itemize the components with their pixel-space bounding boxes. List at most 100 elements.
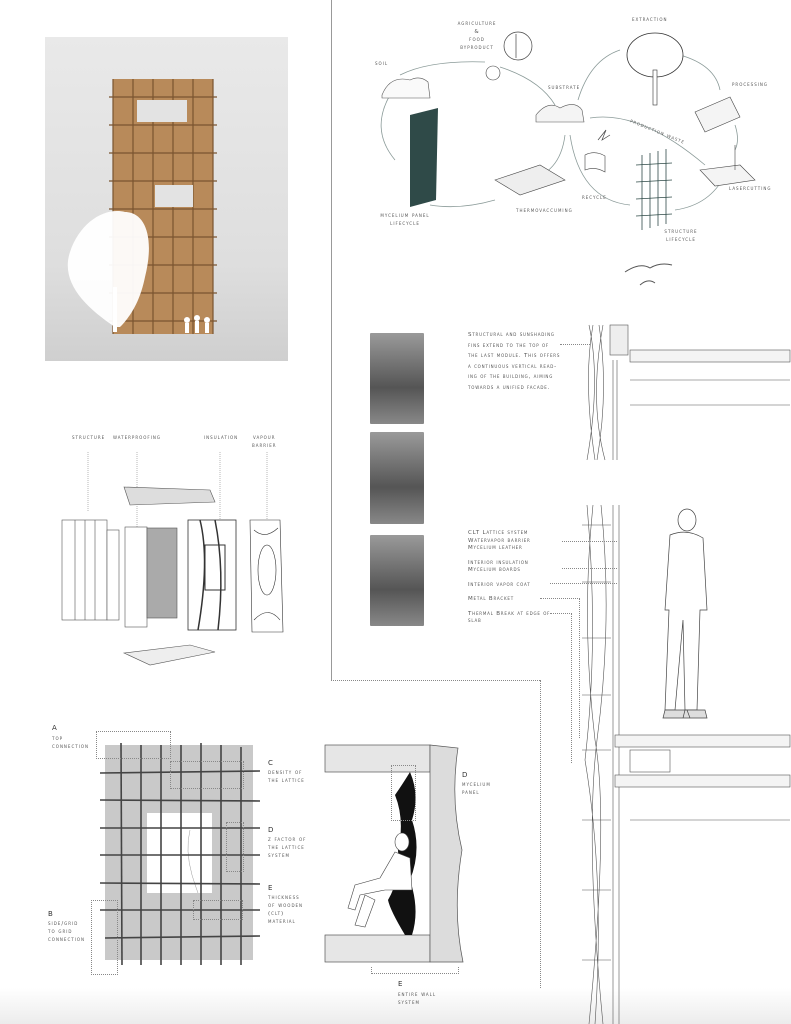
wall-section-drawing [582, 324, 791, 1024]
text: Metal Bracket [468, 596, 514, 602]
label-extraction: Extraction [632, 17, 668, 23]
callout-box-b [91, 900, 118, 975]
divider-vertical-lower [540, 680, 541, 1024]
waterproofing-layer [124, 526, 178, 628]
mycelium-panel [388, 772, 417, 935]
seated-person [347, 832, 413, 928]
fins-note: Structural and sunshading fins extend to… [468, 330, 588, 393]
text: Entire Wall [398, 992, 437, 998]
text: Structure [664, 229, 698, 235]
text: Mycelium Panel [380, 213, 430, 219]
leader-line [562, 568, 617, 569]
text: (CLT) [268, 911, 285, 917]
floor-slab [122, 644, 216, 666]
text: Interior insulation [468, 559, 529, 566]
text: towards a unified facade. [468, 384, 551, 391]
callout-box-c [170, 761, 244, 789]
text: slab [468, 618, 482, 624]
dimension-bracket [371, 967, 459, 974]
insulation-layer [187, 519, 237, 631]
leader-line [550, 613, 572, 763]
leader-line [550, 583, 617, 584]
label-structure: Structure [72, 435, 106, 441]
text: fins extend to the top of [468, 342, 550, 349]
text: Material [268, 919, 296, 925]
panel-photo-3 [370, 535, 424, 626]
label-lasercutting: Lasercutting [729, 186, 772, 192]
text: Agriculture [457, 21, 497, 27]
seating-wall-section [324, 744, 464, 963]
label-d-letter: D [268, 826, 275, 834]
callout-box-e [193, 900, 243, 920]
panel-photo-2 [370, 432, 424, 524]
text: Barrier [252, 443, 277, 449]
label-d-text: Z Factor of the LatticeSystem [268, 836, 306, 860]
callout-box-d [391, 765, 416, 821]
label-e-text: Thicknessof Wooden(CLT)Material [268, 894, 303, 926]
leader-line [562, 541, 617, 542]
leader-line [540, 598, 580, 738]
text: the last module. This offers [468, 353, 561, 359]
label-d-letter: D [462, 771, 469, 779]
label-structure-lifecycle: Structure lifecycle [660, 228, 702, 244]
text: Vapour [253, 435, 276, 441]
text: the Lattice [268, 778, 305, 784]
text: Z Factor of [268, 837, 307, 843]
text: lifecycle [666, 237, 696, 243]
text: Food [469, 37, 485, 43]
text: System [268, 853, 290, 859]
text: Top [52, 736, 64, 742]
text: Lifecycle [390, 221, 420, 227]
text: the Lattice [268, 845, 305, 851]
text: to Grid [48, 929, 73, 935]
bird-icon [624, 263, 673, 273]
layer-notes: CLT Lattice system Watervapor barrier My… [468, 530, 578, 626]
label-b-text: Side/Grid to GridConnection [48, 920, 85, 944]
text: Side/Grid [48, 921, 79, 927]
bird-icon [639, 280, 656, 286]
tower-model [67, 79, 217, 334]
label-substrate: Substrate [548, 85, 581, 91]
mycelium-panel-icon [410, 108, 438, 207]
text: Byproduct [460, 45, 494, 51]
label-e-letter: E [398, 980, 404, 988]
label-waterproofing: Waterproofing [113, 435, 161, 441]
exploded-axonometric [61, 452, 284, 666]
text: CLT Lattice system [468, 530, 529, 536]
label-c-letter: C [268, 759, 274, 767]
label-processing: Processing [732, 82, 769, 88]
food-icon [485, 65, 501, 81]
text: Panel [462, 790, 480, 796]
label-thermovaccuming: Thermovaccuming [516, 208, 573, 214]
text: ing of the building, aiming [468, 374, 554, 380]
timber-icon [694, 96, 741, 133]
label-a-text: TopConnection [52, 735, 89, 751]
callout-box-d [226, 822, 244, 872]
label-a-letter: A [52, 724, 58, 732]
roof-slab [123, 486, 216, 506]
text: Connection [48, 937, 86, 943]
footer-band [0, 988, 791, 1024]
text: Thickness [268, 895, 300, 901]
text: Mycelium boards [468, 567, 521, 573]
divider-horizontal [331, 680, 540, 681]
text: Structural and sunshading [468, 332, 555, 338]
lattice-detail-drawing [99, 742, 261, 966]
label-b-letter: B [48, 910, 54, 918]
label-soil: Soil [375, 61, 389, 67]
plant-icon [503, 31, 533, 61]
text: Watervapor barrier [468, 537, 531, 544]
divider-vertical [331, 0, 332, 680]
text: & [474, 29, 480, 35]
lifecycle-diagram [380, 31, 756, 286]
vapour-barrier-layer [249, 519, 284, 633]
label-d-text: MyceliumPanel [462, 781, 491, 797]
label-e-text: Entire WallSystem [398, 991, 436, 1007]
text: Thermal Break at edge of [468, 610, 551, 617]
text: Mycelium leather [468, 545, 523, 551]
label-insulation: Insulation [204, 435, 239, 441]
lasercut-icon [699, 164, 756, 187]
person-figure [662, 508, 708, 719]
panel-photo-1 [370, 333, 424, 424]
